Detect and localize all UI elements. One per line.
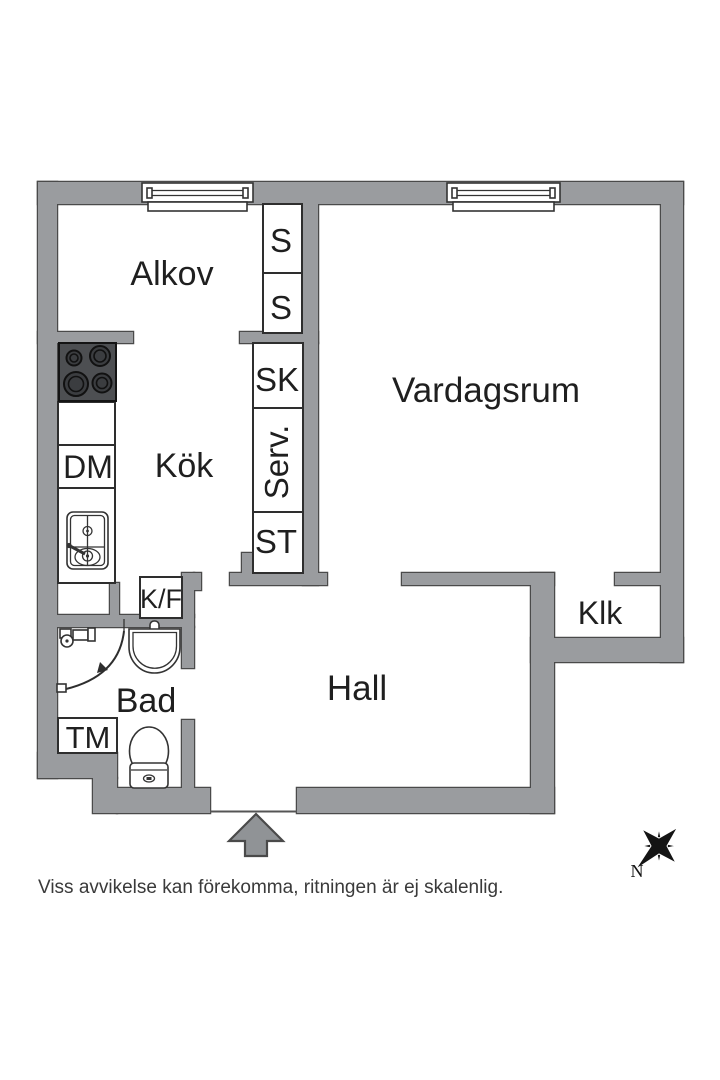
label-klk: Klk (578, 595, 623, 631)
kitchen-counter-box (57, 401, 116, 446)
label-tm: TM (66, 720, 111, 755)
compass-north-label: N (631, 861, 644, 881)
label-closet-st: ST (255, 523, 297, 560)
wall-segment (242, 553, 254, 575)
wall-segment (194, 573, 201, 590)
label-hall: Hall (327, 669, 387, 708)
washbasin-icon (128, 620, 181, 674)
wall-segment (531, 573, 554, 813)
label-closet-s-upper: S (270, 222, 292, 259)
stove-icon (58, 342, 117, 402)
wall-segment (38, 332, 133, 343)
wall-segment (182, 720, 194, 788)
toilet-icon (128, 726, 170, 789)
closet-s-upper-box (262, 203, 303, 274)
label-bad: Bad (116, 682, 177, 720)
window-alkov (141, 182, 254, 212)
label-closet-sk: SK (255, 361, 299, 398)
closet-st-box (252, 511, 304, 574)
wall-segment (182, 627, 194, 668)
closet-serv-box (252, 407, 304, 513)
wall-segment (240, 332, 318, 343)
kitchen-sink-icon (66, 511, 109, 570)
entrance-arrow-icon (226, 812, 286, 858)
wall-segment (38, 182, 57, 778)
wall-segment (93, 778, 117, 813)
label-alkov: Alkov (130, 255, 213, 293)
label-closet-s-lower: S (270, 289, 292, 326)
room-labels: Alkov S S SK Serv. ST Kök Vardagsrum DM … (63, 222, 623, 755)
wall-segment (230, 573, 327, 585)
wall-segment (661, 182, 683, 662)
wall-segment (531, 638, 683, 662)
closet-s-lower-box (262, 272, 303, 334)
label-vardagsrum: Vardagsrum (392, 371, 580, 410)
compass-rose-icon: N (631, 826, 679, 881)
label-closet-serv: Serv. (258, 425, 295, 500)
wall-segment (38, 182, 683, 204)
disclaimer-text: Viss avvikelse kan förekomma, ritningen … (38, 877, 503, 898)
shower-icon (56, 619, 125, 693)
washing-machine-box (57, 717, 118, 754)
dishwasher-box (57, 444, 116, 489)
label-dm: DM (63, 449, 113, 485)
wall-segment (110, 583, 119, 617)
wall-segment (303, 343, 318, 585)
wall-segment (615, 573, 662, 585)
wall-segment (303, 204, 318, 343)
label-kf: K/F (140, 584, 182, 614)
wall-segment (182, 573, 194, 617)
window-vardagsrum (446, 182, 561, 212)
wall-segment (117, 788, 210, 813)
wall-segment (402, 573, 554, 585)
wall-segment (38, 753, 117, 778)
wall-segment (297, 788, 554, 813)
label-kok: Kök (155, 447, 215, 485)
fridge-freezer-box (139, 576, 183, 619)
